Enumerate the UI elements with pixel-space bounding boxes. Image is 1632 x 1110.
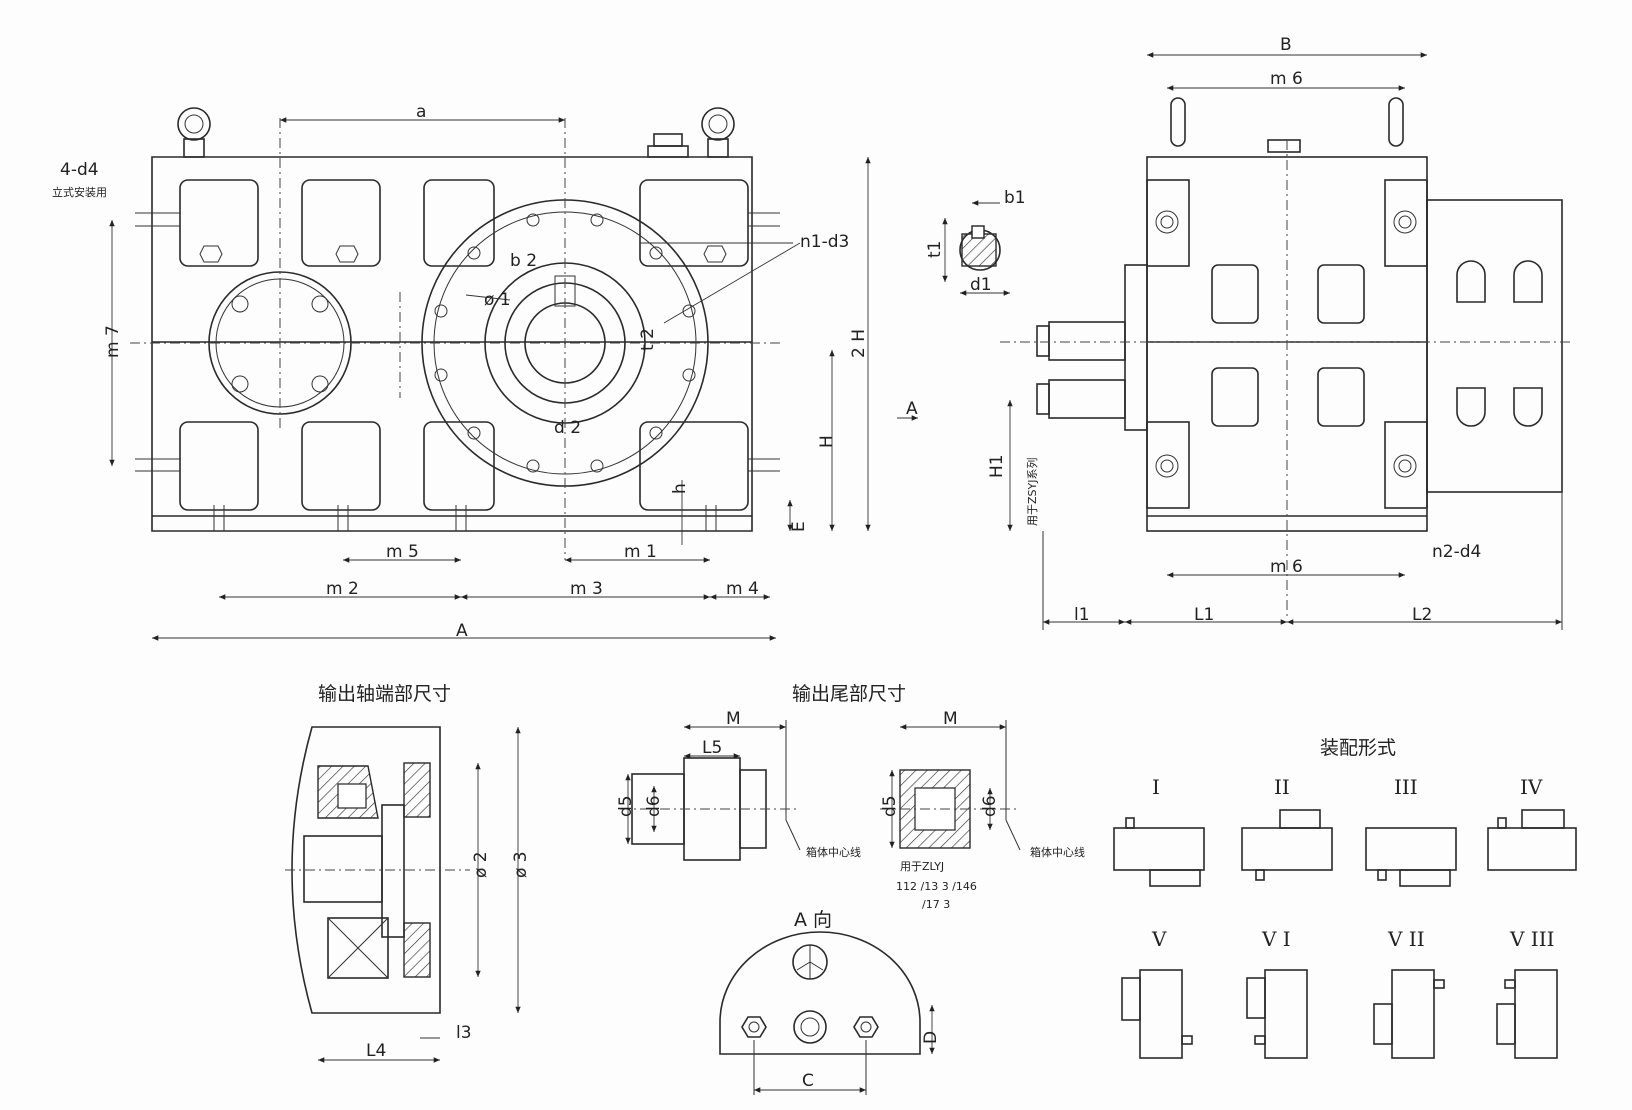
dim-L5: L5 [702,738,722,758]
output-shaft-end-section [285,726,521,1063]
assembly-form-5: V [1151,927,1167,951]
dim-A: A [456,621,468,641]
dim-m5: m 5 [386,542,419,562]
dim-b1: b1 [1004,188,1026,208]
dim-t2: t 2 [638,328,658,351]
dim-B: B [1280,35,1292,55]
view-a-section [719,931,935,1095]
assembly-form-1: I [1152,775,1160,799]
note-zlyj-sizes: 112 /13 3 /146 [896,880,977,893]
dim-phi2: ø 2 [471,851,491,878]
dim-d5-left: d5 [616,795,636,817]
front-view [109,107,918,641]
dim-E: E [789,521,809,532]
dim-b2: b 2 [510,251,537,271]
title-output-tail: 输出尾部尺寸 [792,683,906,705]
dim-M-right: M [943,709,958,729]
assembly-forms [1113,809,1577,1059]
assembly-form-4: IV [1520,775,1543,799]
dim-m2: m 2 [326,579,359,599]
dim-d6-right: d6 [980,795,1000,817]
dim-D: D [921,1031,941,1044]
title-output-shaft-end: 输出轴端部尺寸 [318,683,451,705]
assembly-form-3: III [1394,775,1418,799]
dim-phi1: ø 1 [484,290,511,310]
dim-l1: l1 [1074,605,1090,625]
dim-m4: m 4 [726,579,759,599]
title-assembly-forms: 装配形式 [1320,737,1396,759]
note-box-centerline-right: 箱体中心线 [1030,845,1085,859]
dim-d2: d 2 [554,418,581,438]
dim-a: a [416,102,426,122]
dim-m7: m 7 [103,325,123,358]
note-zsyj: 用于ZSYJ系列 [1025,458,1039,526]
output-tail-section [620,720,1021,861]
dim-d5-right: d5 [880,795,900,817]
dim-m6-top: m 6 [1270,69,1303,89]
note-zlyj: 用于ZLYJ [900,860,944,873]
dim-m1: m 1 [624,542,657,562]
note-box-centerline-left: 箱体中心线 [806,845,861,859]
dim-m6-bottom: m 6 [1270,557,1303,577]
dim-2H: 2 H [849,329,869,358]
view-arrow-A: A [906,399,918,419]
note-zlyj-sizes-2: /17 3 [922,898,950,911]
title-view-a: A 向 [794,909,832,931]
dim-C: C [802,1071,814,1091]
dim-phi3: ø 3 [511,851,531,878]
dim-h: h [670,483,690,494]
dim-H: H [817,435,837,448]
dim-d1: d1 [970,275,992,295]
label-vertical-mount: 立式安装用 [52,185,107,199]
dim-m3: m 3 [570,579,603,599]
label-n1-d3: n1-d3 [800,232,849,252]
dim-l3: l3 [456,1023,472,1043]
side-view [1000,52,1570,630]
dim-t1: t1 [925,241,945,258]
label-n2-d4: n2-d4 [1432,542,1481,562]
assembly-form-7: V II [1387,927,1425,951]
key-detail [942,200,1010,296]
dim-H1: H1 [987,454,1007,478]
assembly-form-6: V I [1261,927,1291,951]
assembly-form-8: V III [1509,927,1555,951]
dim-L2: L2 [1412,605,1432,625]
label-4-d4: 4-d4 [60,160,99,180]
assembly-form-2: II [1274,775,1290,799]
dim-M-left: M [726,709,741,729]
dim-L1: L1 [1194,605,1214,625]
dim-d6-left: d6 [644,795,664,817]
dim-L4: L4 [366,1041,386,1061]
